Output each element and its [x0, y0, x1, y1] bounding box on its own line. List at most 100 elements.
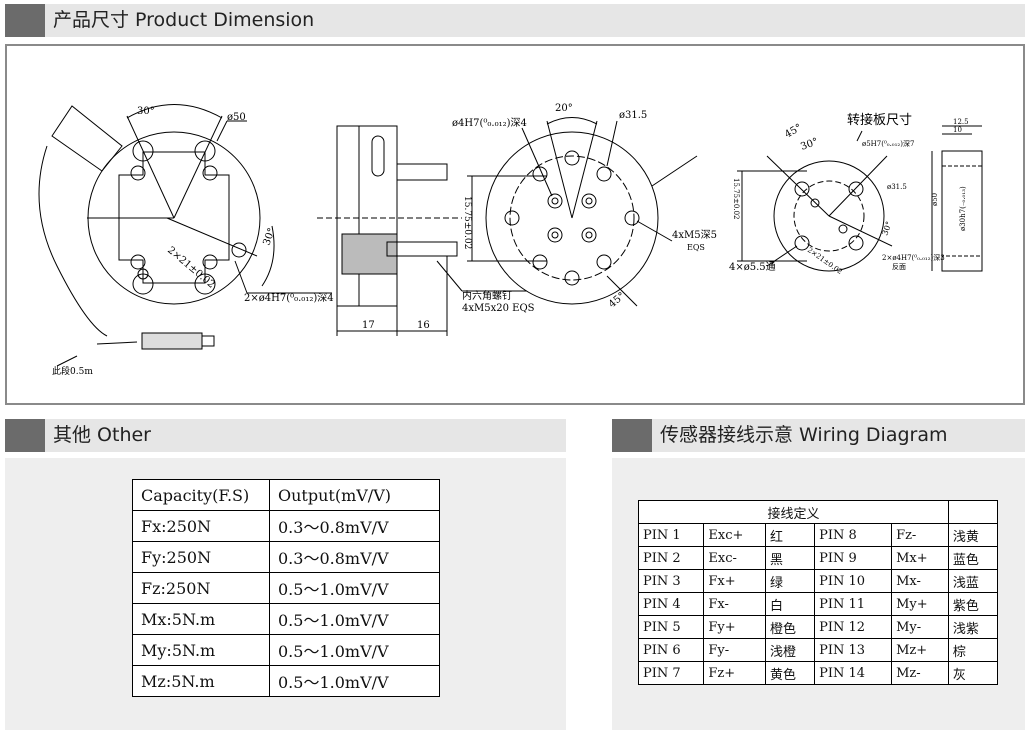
table-cell: PIN 3: [637, 569, 705, 593]
other-header: 其他 Other: [5, 419, 566, 452]
dimension-header: 产品尺寸 Product Dimension: [5, 4, 1025, 37]
table-cell: Fy:250N: [132, 541, 270, 573]
header-marker: [5, 419, 45, 452]
table-cell: 绿: [765, 569, 816, 593]
angle-30b: 30°: [261, 227, 277, 247]
dim-12-5: 12.5: [953, 118, 969, 126]
table-cell: 0.3～0.8mV/V: [269, 510, 440, 542]
dia50: ø50: [227, 112, 246, 123]
wiring-table-title: 接线定义: [638, 500, 949, 524]
table-cell: PIN 1: [637, 523, 705, 547]
table-cell: 浅紫: [947, 615, 999, 639]
m5-eqs: EQS: [687, 243, 705, 252]
table-cell: 0.3～0.8mV/V: [269, 541, 440, 573]
dimension-drawing-frame: 30° ø50 2×21±0.02 2×ø4H7(⁰₀.₀₁₂)深4 30° 此…: [5, 44, 1025, 405]
hex-screw-spec: 4xM5x20 EQS: [462, 303, 535, 314]
table-cell: Fy+: [703, 615, 767, 639]
table-cell: 浅黄: [947, 523, 999, 547]
table-cell: 0.5～1.0mV/V: [269, 603, 440, 635]
table-cell: 红: [765, 523, 816, 547]
table-cell: Exc+: [703, 523, 767, 547]
table-cell: PIN 13: [814, 638, 893, 662]
table-cell: 0.5～1.0mV/V: [269, 634, 440, 666]
table-cell: PIN 8: [814, 523, 893, 547]
table-cell: My-: [891, 615, 949, 639]
dim-16: 16: [417, 320, 430, 331]
angle-45b: 45°: [783, 122, 804, 140]
table-cell: 浅橙: [765, 638, 816, 662]
table-cell: PIN 2: [637, 546, 705, 570]
dim-15-75b: 15.75±0.02: [732, 178, 740, 220]
table-cell: PIN 12: [814, 615, 893, 639]
table-cell: PIN 10: [814, 569, 893, 593]
table-cell: 白: [765, 592, 816, 616]
hole-2x4b: 2×ø4H7(⁰₀.₀₁₂)深3: [882, 253, 945, 262]
hex-screw: 内六角螺钉: [462, 289, 512, 302]
hole-2x4: 2×ø4H7(⁰₀.₀₁₂)深4: [244, 292, 334, 304]
dim-17: 17: [362, 320, 375, 331]
cable-note: 此段0.5m: [52, 365, 93, 377]
table-cell: 0.5～1.0mV/V: [269, 665, 440, 697]
dia31-5b: ø31.5: [887, 183, 907, 191]
table-cell: My:5N.m: [132, 634, 270, 666]
wiring-title: 传感器接线示意 Wiring Diagram: [660, 424, 948, 446]
table-cell: Mx:5N.m: [132, 603, 270, 635]
table-cell: Fz:250N: [132, 572, 270, 604]
header-marker: [612, 419, 652, 452]
table-cell: Fy-: [703, 638, 767, 662]
table-cell: PIN 11: [814, 592, 893, 616]
table-cell: 0.5～1.0mV/V: [269, 572, 440, 604]
table-cell: Mz+: [891, 638, 949, 662]
table-cell: PIN 9: [814, 546, 893, 570]
table-cell: PIN 5: [637, 615, 705, 639]
table-cell: Fz+: [703, 661, 767, 685]
table-cell: [947, 500, 999, 524]
table-cell: 橙色: [765, 615, 816, 639]
dim-2x21: 2×21±0.02: [165, 245, 217, 291]
m5: 4xM5深5: [672, 229, 717, 241]
table-cell: Mz:5N.m: [132, 665, 270, 697]
table-cell: PIN 6: [637, 638, 705, 662]
dia50b: ø50: [931, 193, 939, 206]
adapter-title: 转接板尺寸: [847, 112, 912, 128]
dimension-title: 产品尺寸 Product Dimension: [53, 9, 315, 31]
other-title: 其他 Other: [53, 424, 151, 446]
table-cell: 浅蓝: [947, 569, 999, 593]
table-cell: Mx-: [891, 569, 949, 593]
header-marker: [5, 4, 45, 37]
wiring-header: 传感器接线示意 Wiring Diagram: [612, 419, 1025, 452]
reverse-note: 反面: [892, 262, 906, 271]
header-cell: Output(mV/V): [269, 479, 440, 511]
table-cell: Mz-: [891, 661, 949, 685]
table-cell: PIN 14: [814, 661, 893, 685]
dimension-drawing: 30° ø50 2×21±0.02 2×ø4H7(⁰₀.₀₁₂)深4 30° 此…: [38, 103, 983, 377]
hole-5h7: ø5H7(⁰₀.₀₁₂)深7: [862, 139, 914, 148]
header-cell: Capacity(F.S): [132, 479, 270, 511]
dim-15-75: 15.75±0.02: [462, 196, 472, 249]
table-cell: 蓝色: [947, 546, 999, 570]
table-cell: 黄色: [765, 661, 816, 685]
table-cell: PIN 7: [637, 661, 705, 685]
table-cell: PIN 4: [637, 592, 705, 616]
table-cell: Fx-: [703, 592, 767, 616]
table-cell: Mx+: [891, 546, 949, 570]
hole-4h7: ø4H7(⁰₀.₀₁₂)深4: [452, 117, 527, 129]
table-cell: 紫色: [947, 592, 999, 616]
table-cell: 棕: [947, 638, 999, 662]
table-cell: 灰: [947, 661, 999, 685]
dia31-5: ø31.5: [619, 110, 647, 121]
wiring-title-row: 接线定义: [638, 500, 999, 524]
angle-30c: 30°: [799, 136, 819, 152]
table-cell: My+: [891, 592, 949, 616]
